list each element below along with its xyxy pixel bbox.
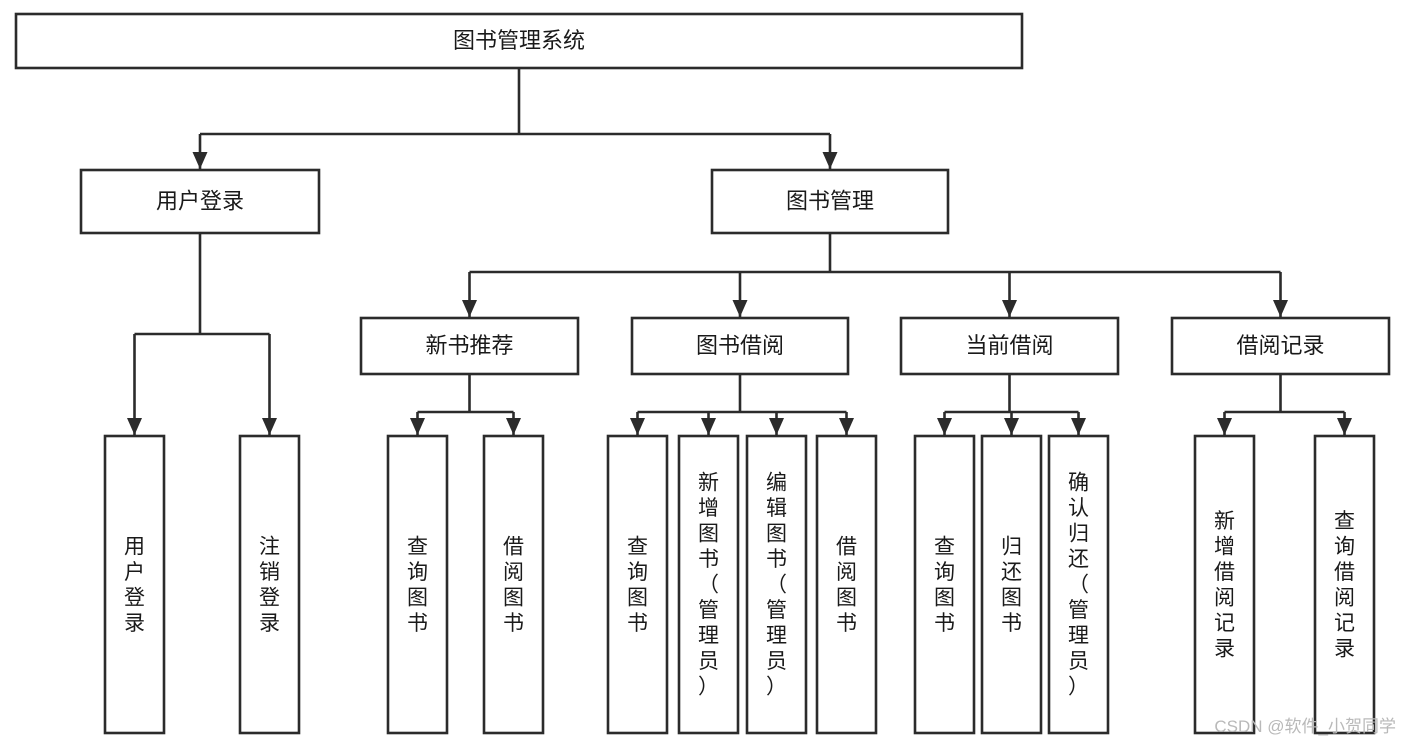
- arrow-head-icon: [1217, 418, 1232, 435]
- node-leaf-query-record[interactable]: 查询借阅记录: [1313, 434, 1376, 735]
- node-root-box[interactable]: [14, 12, 1024, 70]
- node-leaf-borrow-book-2-label: 借阅图书: [836, 535, 857, 635]
- node-new-book-rec-label: 新书推荐: [425, 333, 513, 358]
- node-leaf-query-book-2-box[interactable]: [606, 434, 669, 735]
- node-leaf-query-book-1[interactable]: 查询图书: [386, 434, 449, 735]
- arrow-head-icon: [506, 418, 521, 435]
- node-leaf-edit-book[interactable]: 编辑图书（管理员）: [745, 434, 808, 735]
- connector-layer: [127, 68, 1352, 435]
- arrow-head-icon: [410, 418, 425, 435]
- node-leaf-user-login-box[interactable]: [103, 434, 166, 735]
- node-leaf-borrow-book-1-label: 借阅图书: [503, 535, 524, 635]
- arrow-head-icon: [1002, 300, 1017, 317]
- arrow-head-icon: [127, 418, 142, 435]
- node-layer: 图书管理系统用户登录图书管理新书推荐图书借阅当前借阅借阅记录用户登录注销登录查询…: [14, 12, 1391, 735]
- node-leaf-query-book-2[interactable]: 查询图书: [606, 434, 669, 735]
- node-leaf-user-login-label: 用户登录: [124, 535, 145, 635]
- node-leaf-query-book-3-box[interactable]: [913, 434, 976, 735]
- arrow-head-icon: [769, 418, 784, 435]
- node-leaf-logout-login-label: 注销登录: [259, 535, 280, 635]
- node-leaf-add-record-label: 新增借阅记录: [1214, 510, 1235, 661]
- node-leaf-borrow-book-2[interactable]: 借阅图书: [815, 434, 878, 735]
- node-leaf-logout-login-box[interactable]: [238, 434, 301, 735]
- node-leaf-return-book-label: 归还图书: [1001, 535, 1022, 635]
- node-leaf-query-record-box[interactable]: [1313, 434, 1376, 735]
- node-current-borrow-label: 当前借阅: [965, 333, 1053, 358]
- node-leaf-confirm-return[interactable]: 确认归还（管理员）: [1047, 434, 1110, 735]
- node-leaf-edit-book-label: 编辑图书（管理员）: [766, 472, 787, 699]
- node-book-borrow-label: 图书借阅: [696, 333, 784, 358]
- node-leaf-add-book[interactable]: 新增图书（管理员）: [677, 434, 740, 735]
- node-book-borrow[interactable]: 图书借阅: [630, 316, 850, 376]
- node-leaf-query-record-label: 查询借阅记录: [1334, 510, 1355, 661]
- node-borrow-records-label: 借阅记录: [1236, 333, 1324, 358]
- node-leaf-confirm-return-box[interactable]: [1047, 434, 1110, 735]
- arrow-head-icon: [192, 152, 208, 169]
- node-leaf-borrow-book-2-box[interactable]: [815, 434, 878, 735]
- node-leaf-query-book-2-label: 查询图书: [627, 535, 648, 635]
- node-borrow-records[interactable]: 借阅记录: [1170, 316, 1391, 376]
- arrow-head-icon: [1071, 418, 1086, 435]
- node-current-borrow-box[interactable]: [899, 316, 1120, 376]
- node-leaf-add-book-box[interactable]: [677, 434, 740, 735]
- node-book-manage-label: 图书管理: [786, 188, 874, 213]
- node-root-label: 图书管理系统: [453, 28, 585, 53]
- arrow-head-icon: [630, 418, 645, 435]
- arrow-head-icon: [262, 418, 277, 435]
- node-new-book-rec[interactable]: 新书推荐: [359, 316, 580, 376]
- csdn-watermark: CSDN @软件_小贺同学: [1214, 717, 1396, 736]
- node-leaf-add-book-label: 新增图书（管理员）: [698, 472, 719, 699]
- node-leaf-logout-login[interactable]: 注销登录: [238, 434, 301, 735]
- arrow-head-icon: [701, 418, 716, 435]
- node-current-borrow[interactable]: 当前借阅: [899, 316, 1120, 376]
- arrow-head-icon: [839, 418, 854, 435]
- node-book-borrow-box[interactable]: [630, 316, 850, 376]
- node-leaf-query-book-3-label: 查询图书: [934, 535, 955, 635]
- node-leaf-confirm-return-label: 确认归还（管理员）: [1068, 472, 1089, 699]
- arrow-head-icon: [1273, 300, 1288, 317]
- arrow-head-icon: [937, 418, 952, 435]
- node-leaf-borrow-book-1-box[interactable]: [482, 434, 545, 735]
- node-leaf-query-book-1-label: 查询图书: [407, 535, 428, 635]
- node-leaf-add-record-box[interactable]: [1193, 434, 1256, 735]
- node-leaf-add-record[interactable]: 新增借阅记录: [1193, 434, 1256, 735]
- node-leaf-return-book[interactable]: 归还图书: [980, 434, 1043, 735]
- node-leaf-borrow-book-1[interactable]: 借阅图书: [482, 434, 545, 735]
- node-book-manage-box[interactable]: [710, 168, 950, 235]
- node-leaf-return-book-box[interactable]: [980, 434, 1043, 735]
- node-user-login-label: 用户登录: [156, 188, 244, 213]
- arrow-head-icon: [822, 152, 838, 169]
- arrow-head-icon: [1337, 418, 1352, 435]
- node-leaf-user-login[interactable]: 用户登录: [103, 434, 166, 735]
- node-book-manage[interactable]: 图书管理: [710, 168, 950, 235]
- node-leaf-query-book-3[interactable]: 查询图书: [913, 434, 976, 735]
- node-borrow-records-box[interactable]: [1170, 316, 1391, 376]
- arrow-head-icon: [1004, 418, 1019, 435]
- arrow-head-icon: [732, 300, 748, 317]
- node-user-login[interactable]: 用户登录: [79, 168, 321, 235]
- node-leaf-edit-book-box[interactable]: [745, 434, 808, 735]
- node-root[interactable]: 图书管理系统: [14, 12, 1024, 70]
- node-new-book-rec-box[interactable]: [359, 316, 580, 376]
- node-user-login-box[interactable]: [79, 168, 321, 235]
- node-leaf-query-book-1-box[interactable]: [386, 434, 449, 735]
- arrow-head-icon: [462, 300, 477, 317]
